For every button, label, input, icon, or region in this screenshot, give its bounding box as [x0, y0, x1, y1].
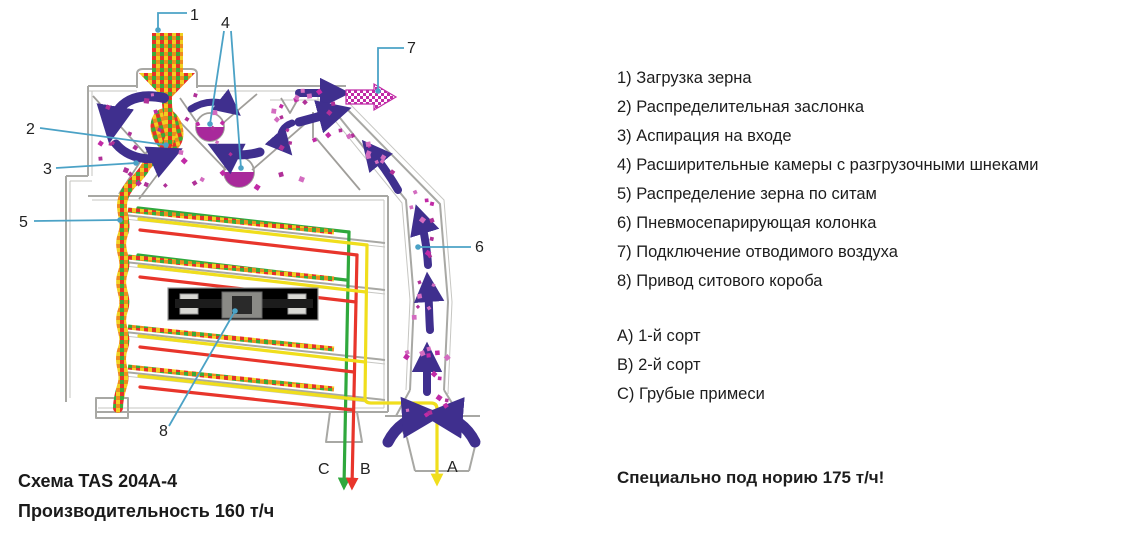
legend-item-5: 5) Распределение зерна по ситам [617, 185, 877, 203]
svg-text:5: 5 [19, 214, 28, 231]
callout-7: 7 [375, 40, 416, 94]
svg-text:7: 7 [407, 40, 416, 57]
legend-item-1: 1) Загрузка зерна [617, 69, 752, 87]
capacity-note: Специально под норию 175 т/ч! [617, 468, 885, 487]
legend-item-4: 4) Расширительные камеры с разгрузочными… [617, 156, 1039, 174]
callout-5: 5 [19, 214, 123, 231]
legend-item-8: 8) Привод ситового короба [617, 272, 823, 290]
output-labels: C B A [318, 459, 458, 478]
grades-list: A) 1-й сорт B) 2-й сорт C) Грубые примес… [617, 322, 1117, 409]
air-outlet-arrow [345, 82, 398, 112]
expansion-chamber-1 [195, 112, 225, 142]
callout-8: 8 [159, 308, 238, 440]
grade-a: A) 1-й сорт [617, 327, 701, 345]
legend-item-3: 3) Аспирация на входе [617, 127, 792, 145]
grade-c: C) Грубые примеси [617, 385, 765, 403]
caption: Схема TAS 204A-4 Производительность 160 … [18, 466, 274, 526]
output-c-label: C [318, 461, 330, 478]
output-a-label: A [447, 459, 458, 476]
callouts: 1 2 3 4 5 6 [19, 7, 484, 440]
machine-diagram: 1 2 3 4 5 6 [19, 7, 484, 491]
svg-text:1: 1 [190, 7, 199, 24]
grain-inlet-arrow [139, 33, 195, 102]
svg-text:4: 4 [221, 15, 230, 32]
caption-scheme: Схема TAS 204A-4 [18, 471, 178, 491]
legend-item-2: 2) Распределительная заслонка [617, 98, 865, 116]
callout-2: 2 [26, 121, 169, 148]
legend-item-7: 7) Подключение отводимого воздуха [617, 243, 898, 261]
caption-capacity: Производительность 160 т/ч [18, 501, 275, 521]
callout-1: 1 [155, 7, 199, 33]
expansion-chamber-2 [223, 156, 255, 188]
grade-b: B) 2-й сорт [617, 356, 701, 374]
output-b-label: B [360, 461, 371, 478]
svg-text:2: 2 [26, 121, 35, 138]
legend-item-6: 6) Пневмосепарирующая колонка [617, 214, 877, 232]
callout-4: 4 [207, 15, 244, 171]
svg-text:6: 6 [475, 239, 484, 256]
legend: 1) Загрузка зерна 2) Распределительная з… [617, 64, 1117, 492]
dust-dots [97, 88, 451, 418]
sieve-drive [167, 287, 319, 321]
svg-text:3: 3 [43, 161, 52, 178]
callout-6: 6 [415, 239, 484, 256]
svg-text:8: 8 [159, 423, 168, 440]
callout-3: 3 [43, 160, 139, 178]
flow-line-a-yellow [137, 217, 444, 487]
